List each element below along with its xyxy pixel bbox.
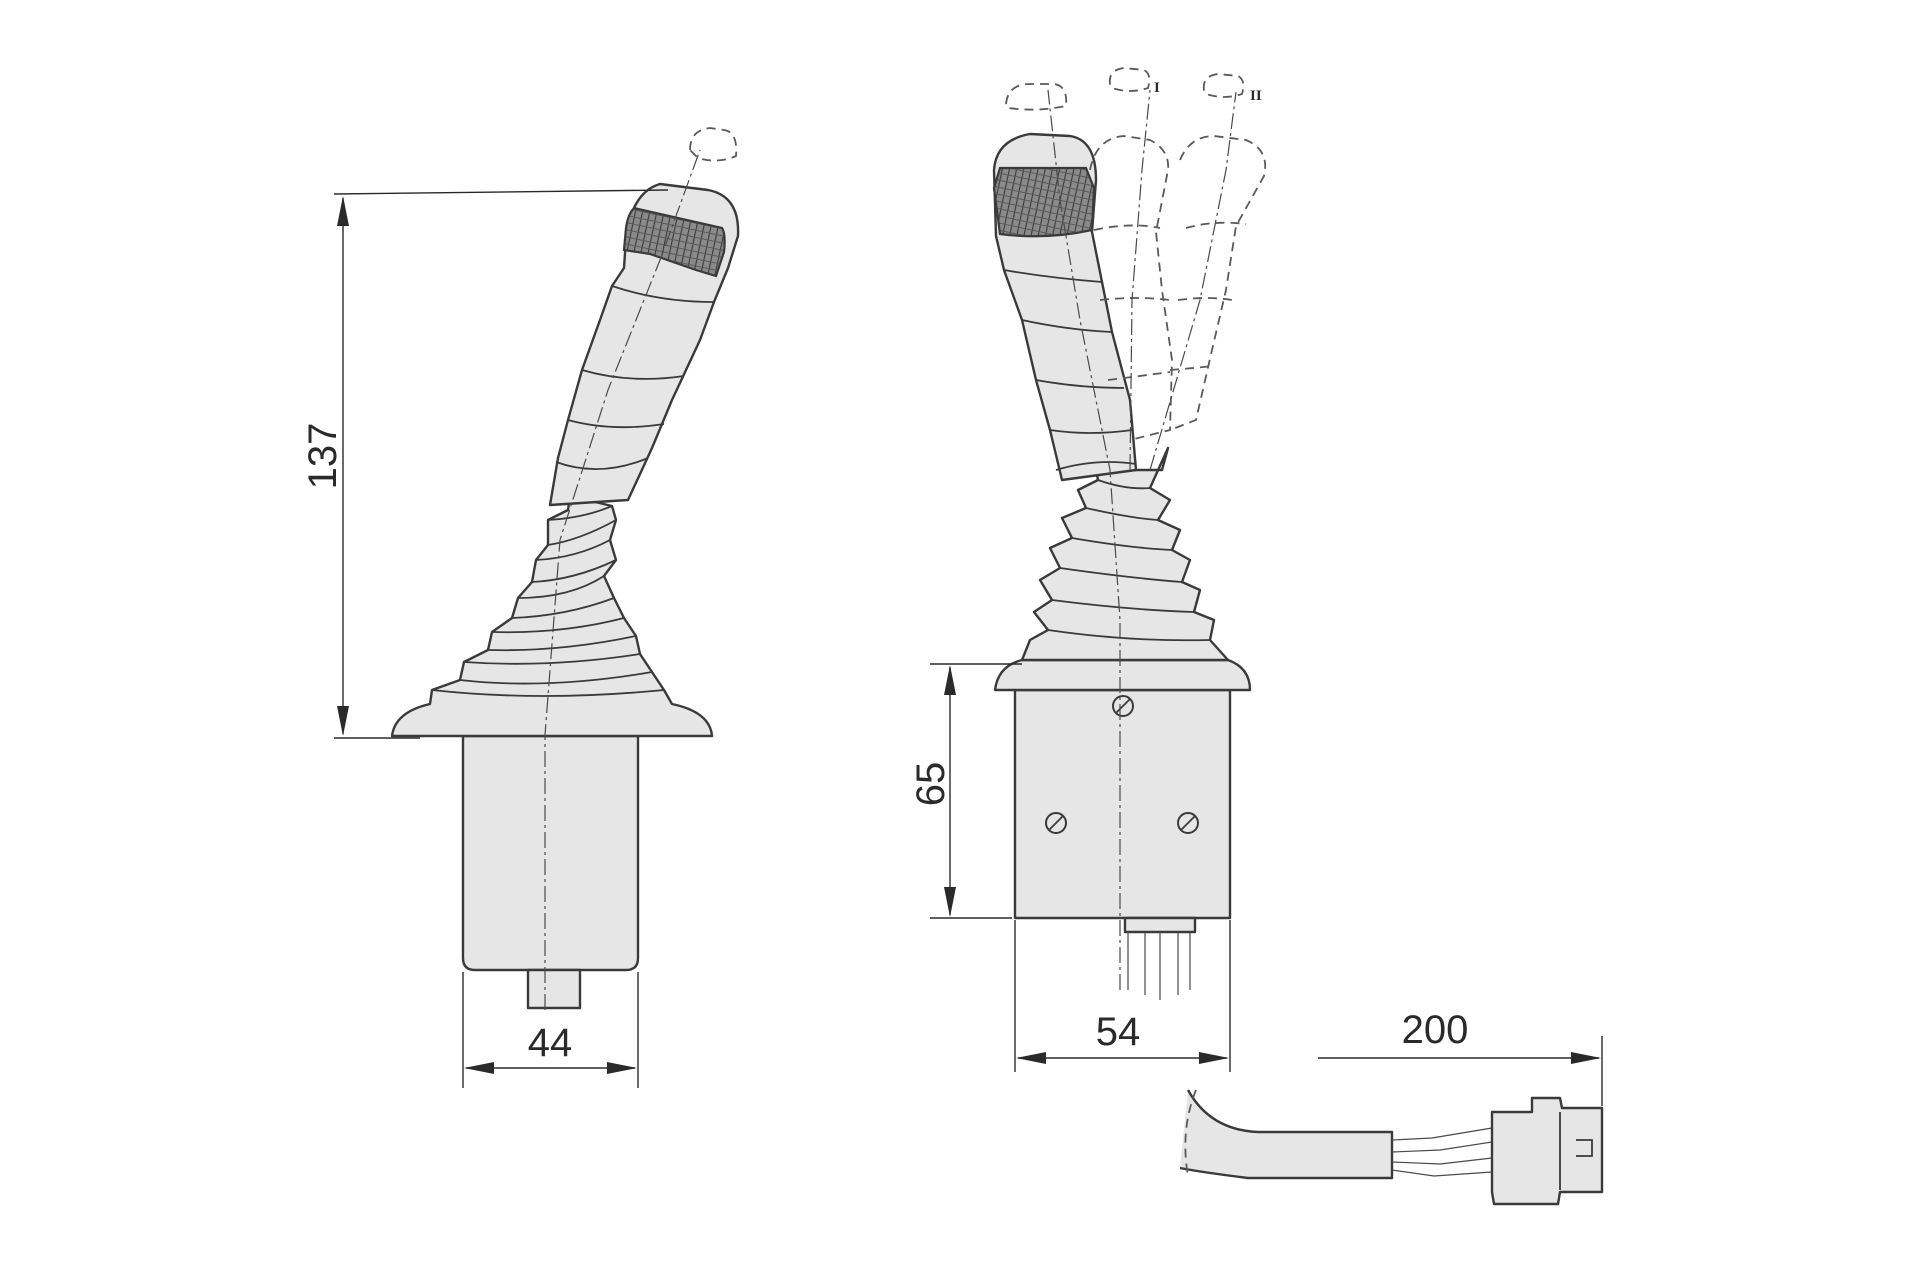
left-grip-segments [555,285,715,470]
ghost-two-button [1202,73,1245,98]
right-grip-segments [1003,269,1137,471]
right-connector-stub [1123,916,1197,934]
screw-right [1177,812,1199,834]
screw-left [1045,812,1067,834]
left-bellows-boot [390,494,714,738]
dimension-54: 54 [1014,920,1231,1072]
dimension-65: 65 [909,663,1022,919]
connector-latch [1576,1139,1593,1157]
right-screws [1045,695,1199,834]
right-pushbutton-outline [1005,83,1068,111]
cable-wires [1391,1127,1493,1177]
dimension-44-label: 44 [528,1021,573,1065]
dimension-44: 44 [462,972,639,1088]
left-view-joystick [390,127,740,1010]
right-bellows-folds [1047,479,1211,642]
position-label-two: II [1250,88,1262,104]
dimension-65-label: 65 [909,762,953,807]
right-bellows-boot [1020,446,1230,662]
right-ghost-position-two: II [1149,73,1267,471]
right-flange [993,658,1252,692]
left-housing [461,734,640,972]
left-center-axis [544,149,701,1010]
left-bellows-folds [431,505,665,697]
position-label-one: I [1154,80,1160,96]
right-knurled-grip [992,166,1096,238]
right-ghost-position-one: I [1089,67,1173,471]
right-view-joystick: I II [992,67,1267,1000]
connector-plug [1490,1096,1604,1206]
dimension-137: 137 [301,189,669,739]
dimension-200-label: 200 [1402,1008,1469,1052]
cable-break-line [1184,1089,1197,1177]
dimension-137-label: 137 [301,423,345,490]
ghost-one-button [1108,67,1151,92]
screw-top [1112,695,1134,717]
cable-sheath [1179,1089,1394,1180]
dimension-54-label: 54 [1096,1010,1141,1054]
left-shaft [526,968,582,1010]
cable-connector [1179,1089,1604,1206]
right-housing [1013,688,1232,920]
dimension-200: 200 [1318,1008,1603,1106]
right-wires [1127,932,1191,1000]
left-knurled-grip [622,206,726,278]
right-center-axis [1047,89,1121,990]
left-pushbutton-outline [689,127,738,162]
